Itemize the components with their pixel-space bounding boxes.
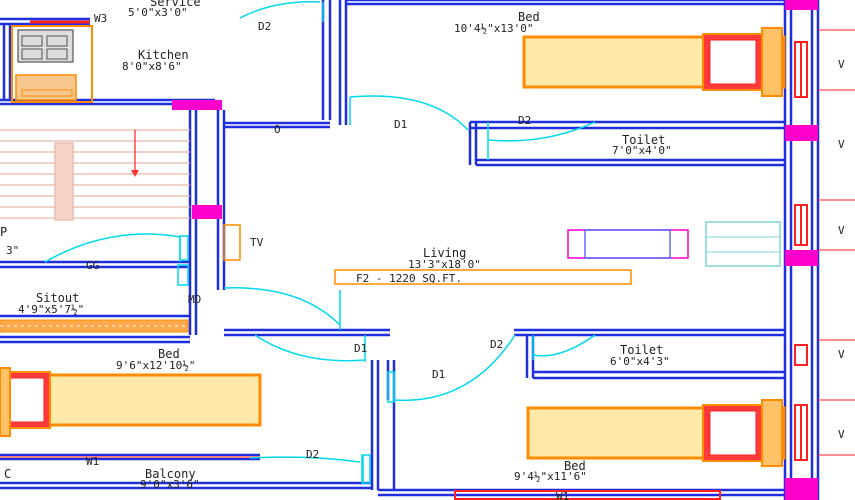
toilet-top-size: 7'0"x4'0": [612, 144, 672, 157]
tag-tv: TV: [250, 236, 264, 249]
tag-d1-left: D1: [354, 342, 367, 355]
balcony-size: 9'0"x3'6": [140, 478, 200, 491]
toilet-mid-size: 6'0"x4'3": [610, 355, 670, 368]
living-name: Living: [423, 246, 466, 260]
bed-bottom-name: Bed: [564, 459, 586, 473]
kitchen-fixtures: [11, 25, 93, 103]
tag-d2-balcony: D2: [306, 448, 319, 461]
pooja-name: P: [0, 225, 7, 239]
bed-left-size: 9'6"x12'10½": [116, 359, 195, 372]
tag-d2-toilet-top: D2: [518, 114, 531, 127]
sitout-railing: [0, 319, 189, 333]
bed-left-name: Bed: [158, 347, 180, 361]
tag-md: MD: [188, 293, 201, 306]
tag-o: O: [274, 123, 281, 136]
pooja-size: 3": [6, 244, 19, 257]
bed-top: [522, 27, 786, 97]
tv-unit: [223, 224, 241, 261]
bed-left: [0, 367, 262, 437]
balcony-name: Balcony: [145, 467, 196, 481]
opening-tags: W3 D2 O D1 D2 TV GG MD D1 D1 D2 W1 D2 W1…: [86, 12, 845, 500]
wc-name: C: [4, 467, 11, 481]
bed-bottom-size: 9'4½"x11'6": [514, 470, 587, 483]
tag-v3: V: [838, 224, 845, 237]
tag-d1-bed: D1: [394, 118, 407, 131]
bed-top-size: 10'4½"x13'0": [454, 22, 533, 35]
kitchen-size: 8'0"x8'6": [122, 60, 182, 73]
toilet-mid-name: Toilet: [620, 343, 663, 357]
service-name: Service: [150, 0, 201, 9]
tag-v1: V: [838, 58, 845, 71]
tag-v4: V: [838, 348, 845, 361]
tag-d1-bottom: D1: [432, 368, 445, 381]
tag-w3: W3: [94, 12, 107, 25]
area-label-box: [334, 269, 632, 285]
tag-d2-toilet-mid: D2: [490, 338, 503, 351]
living-furniture: [567, 221, 781, 267]
area-label: F2 - 1220 SQ.FT.: [356, 272, 462, 285]
windows: [0, 20, 808, 500]
living-size: 13'3"x18'0": [408, 258, 481, 271]
sitout-name: Sitout: [36, 291, 79, 305]
bed-top-name: Bed: [518, 10, 540, 24]
tag-v2: V: [838, 138, 845, 151]
window-leaders: [818, 29, 855, 456]
sitout-size: 4'9"x5'7½": [18, 303, 84, 316]
staircase: [0, 129, 190, 221]
room-labels: Service 5'0"x3'0" Kitchen 8'0"x8'6" Bed …: [0, 0, 672, 491]
tag-w1-bottom: W1: [556, 490, 569, 500]
kitchen-name: Kitchen: [138, 48, 189, 62]
tag-gg: GG: [86, 259, 99, 272]
doors: [44, 1, 596, 484]
service-size: 5'0"x3'0": [128, 6, 188, 19]
toilet-top-name: Toilet: [622, 133, 665, 147]
tag-v5: V: [838, 428, 845, 441]
tag-w1-balcony: W1: [86, 455, 99, 468]
tag-d2-service: D2: [258, 20, 271, 33]
bed-bottom: [526, 399, 786, 467]
columns: [172, 0, 818, 500]
